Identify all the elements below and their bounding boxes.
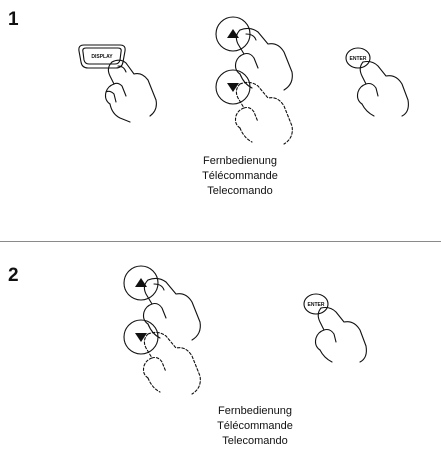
caption-line-italian: Telecomando [207,185,273,197]
down-arrow-icon [135,333,147,342]
enter-button-label: ENTER [350,56,367,62]
step-2-remote-caption: Fernbedienung Télécommande Telecomando [175,404,335,449]
caption-line-french: Télécommande [217,420,293,432]
up-arrow-icon [227,29,239,38]
enter-button: ENTER [345,47,371,69]
hand-pointer-icon [356,60,409,117]
hand-pointer-icon [234,27,293,91]
down-arrow-button [123,319,159,355]
display-button-label: DISPLAY [91,54,113,60]
step-1-display-group: DISPLAY [78,44,157,123]
caption-line-german: Fernbedienung [202,155,277,167]
display-button: DISPLAY [78,44,126,69]
caption-line-french: Télécommande [202,170,278,182]
step-2-number: 2 [8,265,19,286]
step-1-number: 1 [8,9,19,30]
caption-line-italian: Telecomando [222,435,288,447]
step-1-arrow-group [215,16,293,145]
down-arrow-icon [227,83,239,92]
enter-button: ENTER [303,293,329,315]
hand-pointer-dashed-icon [142,331,201,395]
hand-pointer-dashed-icon [234,81,293,145]
hand-pointer-icon [142,277,201,341]
up-arrow-button [123,265,159,301]
up-arrow-button [215,16,251,52]
step-2-arrow-group [123,265,201,395]
enter-button-label: ENTER [308,302,325,308]
hand-pointer-icon [314,306,367,363]
step-2-enter-group: ENTER [303,293,367,363]
step-1-remote-caption: Fernbedienung Télécommande Telecomando [160,154,320,199]
step-divider [0,241,441,242]
hand-pointer-icon [104,59,157,123]
step-1-enter-group: ENTER [345,47,409,117]
down-arrow-button [215,69,251,105]
caption-line-german: Fernbedienung [217,405,292,417]
up-arrow-icon [135,278,147,287]
